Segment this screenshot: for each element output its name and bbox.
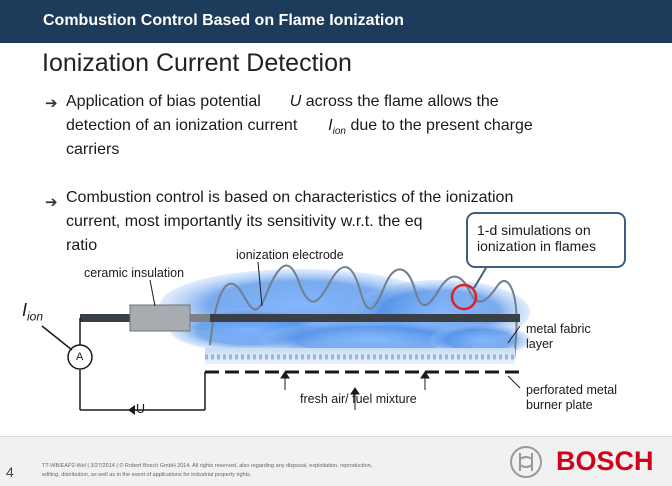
footer-bar xyxy=(0,436,672,486)
insulation-pointer xyxy=(149,279,156,307)
header-title: Combustion Control Based on Flame Ioniza… xyxy=(43,12,404,29)
current-sub: ion xyxy=(27,309,44,324)
highlight-circle xyxy=(450,283,478,311)
voltage-label: U xyxy=(136,402,146,416)
var-subscript: ion xyxy=(332,126,346,138)
ammeter-label: A xyxy=(76,351,84,363)
bullet-1-line-1: Application of bias potential U across t… xyxy=(66,90,499,114)
voltage-arrow-icon xyxy=(128,405,135,415)
bullet-1-var-u: U xyxy=(289,93,302,110)
bullet-1-line-2: detection of an ionization current Iion … xyxy=(66,114,533,144)
burner-diagram xyxy=(41,261,530,415)
label-metal-fabric: metal fabric layer xyxy=(526,322,591,351)
bullet-2-line-2: current, most importantly its sensitivit… xyxy=(66,213,423,230)
bullet-2-line-3: ratio xyxy=(66,237,98,254)
airflow-arrows xyxy=(280,371,430,410)
footer-line-2: editing, distribution, as well as in the… xyxy=(42,472,252,478)
bullet-1-line-3: carriers xyxy=(66,141,120,158)
header-bar xyxy=(0,0,672,43)
current-var: I xyxy=(22,300,28,320)
simulation-callout: 1-d simulations on ionization in flames xyxy=(466,212,626,268)
ionization-electrode xyxy=(80,314,520,322)
footer-legal: TT-WB/EAP2-Wel | 3/27/2014 | © Robert Bo… xyxy=(42,462,372,480)
current-pointer xyxy=(41,325,73,351)
label-ionization-electrode: ionization electrode xyxy=(236,248,344,262)
fabric-pointer xyxy=(507,325,521,344)
label-fresh-air: fresh air/ fuel mixture xyxy=(300,392,417,406)
callout-connector xyxy=(473,267,487,289)
label-ceramic-insulation: ceramic insulation xyxy=(84,266,185,280)
metal-fabric-layer xyxy=(205,348,515,364)
current-label: Iion xyxy=(22,300,43,324)
bullet-arrow-icon: ➔ xyxy=(45,194,58,211)
page-number: 4 xyxy=(6,464,14,480)
ammeter-icon xyxy=(67,344,93,370)
label-perforated-plate: perforated metal burner plate xyxy=(526,383,618,412)
plate-pointer xyxy=(507,375,521,389)
bullet-arrow-icon: ➔ xyxy=(45,95,58,112)
electrode-pointer xyxy=(257,261,263,307)
bullet-1-text: across the flame allows the xyxy=(305,93,499,110)
var-letter: I xyxy=(328,117,333,134)
bullet-1-text: Application of bias potential xyxy=(66,93,261,110)
bullet-2-line-1: Combustion control is based on character… xyxy=(66,189,514,206)
ceramic-insulation xyxy=(129,304,191,332)
footer-line-1: TT-WB/EAP2-Wel | 3/27/2014 | © Robert Bo… xyxy=(42,463,373,469)
bosch-emblem-icon xyxy=(510,446,542,478)
bullet-1-var-iion: Iion xyxy=(328,117,346,138)
bosch-logo: BOSCH xyxy=(556,446,654,476)
bullet-1-text: due to the present charge xyxy=(350,117,533,134)
slide-title: Ionization Current Detection xyxy=(42,49,352,77)
insulation-transition xyxy=(190,314,210,322)
bullet-1-text: detection of an ionization current xyxy=(66,117,298,134)
